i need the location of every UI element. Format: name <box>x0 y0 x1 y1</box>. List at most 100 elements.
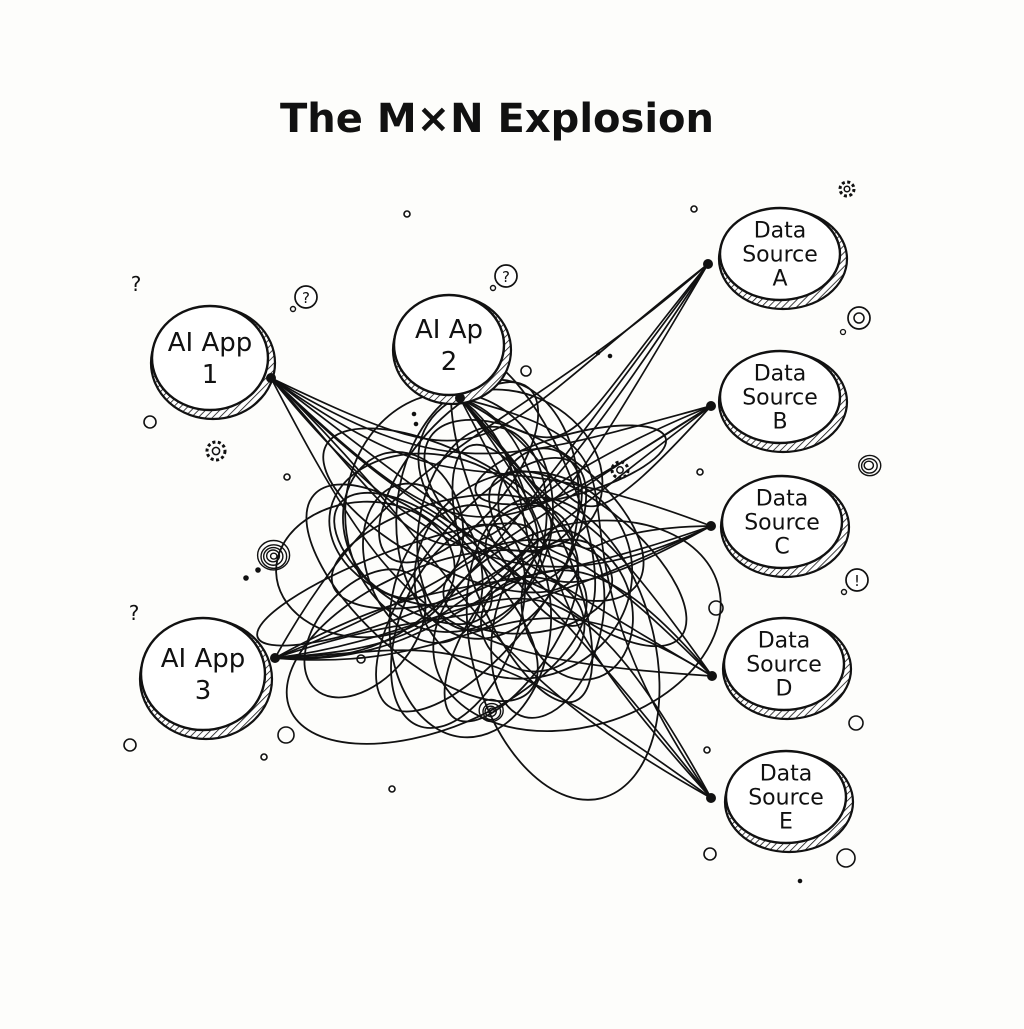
connection-line <box>274 263 709 660</box>
connection-line <box>459 397 712 583</box>
thought-bubble-icon: ? <box>489 264 518 292</box>
tangle-loop <box>488 470 688 648</box>
source-connection-port <box>706 521 716 531</box>
app-node-label: AI App <box>161 644 246 674</box>
source-connection-port <box>707 671 717 681</box>
tangle-loop <box>375 456 588 713</box>
thought-bubble-icon: ? <box>289 285 318 313</box>
doodle-circle <box>413 421 419 427</box>
doodle-circle <box>696 468 704 476</box>
connection-line <box>270 377 712 527</box>
source-node-label: Source <box>742 386 818 411</box>
app-node-label: AI App <box>168 328 253 358</box>
question-mark-doodle: ? <box>131 272 142 296</box>
doodle-circle <box>356 654 366 664</box>
connection-lines <box>270 263 713 799</box>
tangle-loop <box>322 427 579 594</box>
doodle-circle <box>836 848 856 868</box>
app-node: AI Ap2 <box>391 293 513 406</box>
app-node-outline <box>150 304 270 412</box>
connection-line <box>459 397 713 677</box>
connection-line <box>274 525 712 659</box>
doodle-circle <box>703 847 717 861</box>
connection-line <box>274 617 713 677</box>
app-connection-port <box>266 373 276 383</box>
thought-bubble-mark: ? <box>502 268 510 286</box>
connection-line <box>274 263 709 659</box>
tangle-loop <box>432 519 722 733</box>
connection-line <box>274 649 712 799</box>
source-node-label: Data <box>760 762 813 787</box>
source-node-label: Data <box>754 219 807 244</box>
source-node-label: C <box>774 535 789 560</box>
doodle-circle <box>607 353 613 359</box>
source-node-label: Source <box>742 243 818 268</box>
source-node-label: D <box>776 677 793 702</box>
thought-bubble-mark: ! <box>854 572 860 590</box>
connection-line <box>270 377 712 799</box>
source-node-outline <box>720 474 844 570</box>
connection-line <box>270 377 713 677</box>
tangle-loop <box>451 443 594 704</box>
connection-line <box>274 525 712 659</box>
source-connection-port <box>706 793 716 803</box>
connection-line <box>274 597 712 799</box>
doodle-circle <box>260 753 268 761</box>
connection-line <box>459 397 712 508</box>
doodle-layer: ??!?? <box>123 180 882 884</box>
connection-line <box>459 263 709 439</box>
scribble-spiral-icon <box>478 698 504 723</box>
gear-icon <box>838 180 856 198</box>
app-node-outline <box>139 616 267 732</box>
app-connection-port <box>455 393 465 403</box>
source-node-outline <box>718 206 842 302</box>
doodle-circle <box>411 411 417 417</box>
source-node-outline <box>724 749 848 845</box>
source-node-label: Data <box>756 487 809 512</box>
source-node-label: Source <box>744 511 820 536</box>
tangle-loop <box>442 538 614 635</box>
app-connection-port <box>270 653 280 663</box>
app-node-label: 2 <box>441 347 458 377</box>
scribble-spiral-icon <box>858 454 882 477</box>
thought-bubble-icon: ! <box>840 568 869 596</box>
source-connection-port <box>703 259 713 269</box>
source-node-label: E <box>779 810 793 835</box>
source-node-label: Source <box>748 786 824 811</box>
doodle-circle <box>595 350 601 356</box>
doodle-circle <box>277 726 295 744</box>
connection-line <box>274 405 712 659</box>
doodle-circle <box>848 715 864 731</box>
doodle-circle <box>703 746 711 754</box>
app-node-label: 1 <box>202 360 219 390</box>
doodle-circle <box>797 878 803 884</box>
app-node-label: 3 <box>195 676 212 706</box>
source-node-outline <box>718 349 842 445</box>
source-node-label: Data <box>758 629 811 654</box>
tangle-loop <box>285 549 588 745</box>
connection-line <box>274 405 712 659</box>
scribble-spiral-icon <box>256 539 291 571</box>
connection-line <box>270 377 712 455</box>
question-mark-doodle: ? <box>129 601 140 625</box>
app-node-outline <box>392 293 506 397</box>
tangle-loop <box>465 496 661 801</box>
doodle-circle <box>123 738 137 752</box>
gear-icon <box>610 460 630 480</box>
connection-line <box>459 397 713 677</box>
source-node-outline <box>722 616 846 712</box>
ring-bubble-icon <box>839 306 871 336</box>
doodle-circle <box>143 415 157 429</box>
source-node-label: Data <box>754 362 807 387</box>
doodle-circle <box>283 473 291 481</box>
doodle-circle <box>255 567 261 573</box>
thought-bubble-mark: ? <box>302 289 310 307</box>
